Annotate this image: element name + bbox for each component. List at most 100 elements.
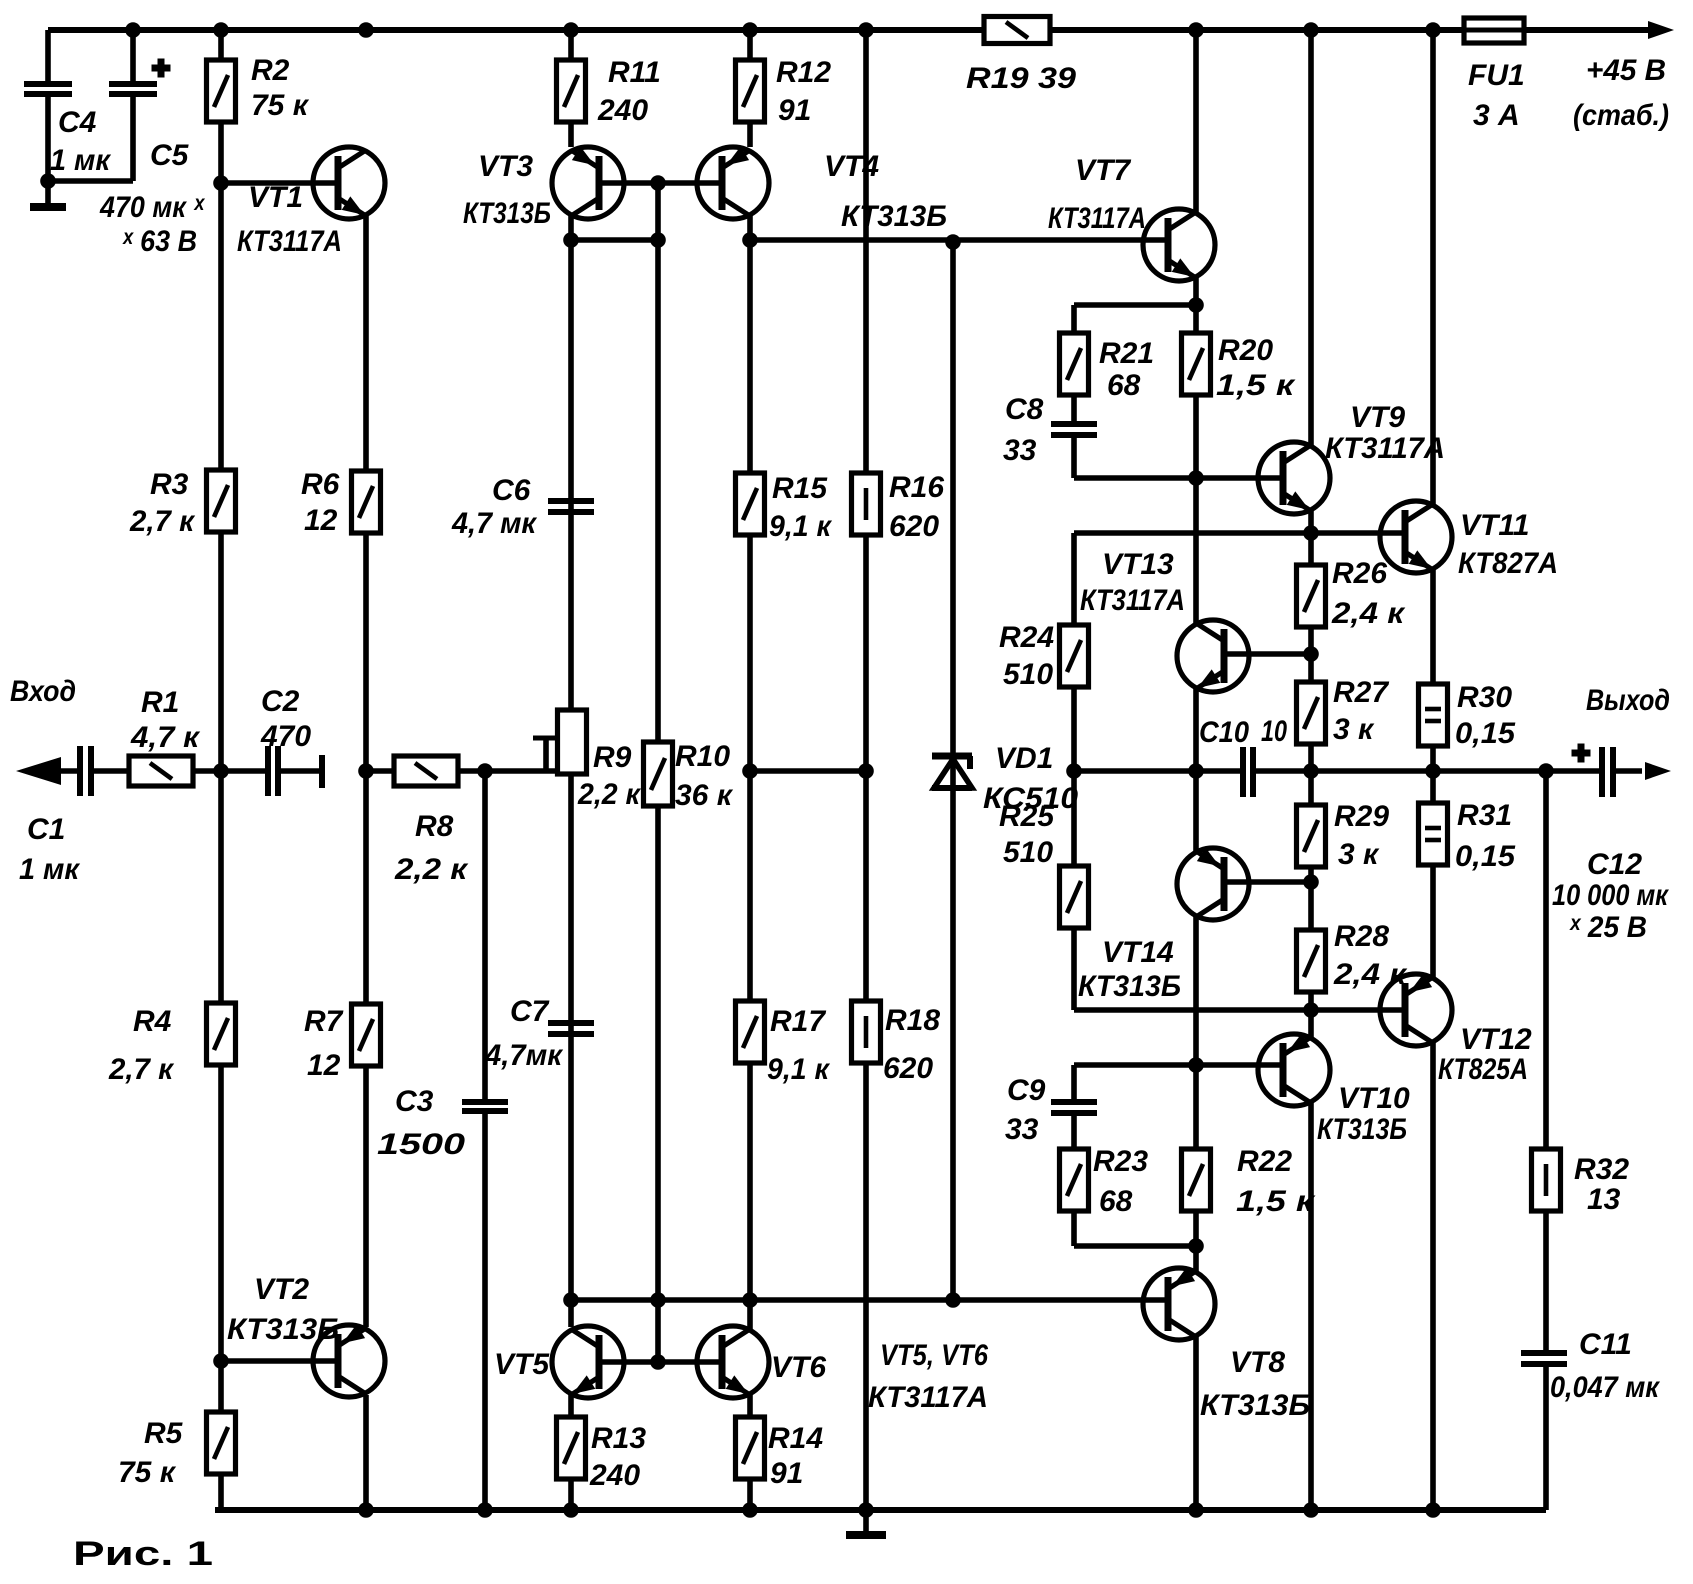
svg-text:R29: R29: [1334, 800, 1389, 833]
svg-text:R7: R7: [304, 1005, 344, 1038]
svg-text:R30: R30: [1457, 681, 1512, 714]
svg-text:2,7 к: 2,7 к: [129, 505, 196, 538]
svg-text:R21: R21: [1099, 337, 1154, 370]
svg-text:2,4 к: 2,4 к: [1333, 958, 1408, 991]
svg-text:R2: R2: [251, 54, 290, 87]
svg-text:КТ3117А: КТ3117А: [868, 1381, 988, 1414]
svg-text:VT9: VT9: [1350, 401, 1405, 434]
svg-text:R25: R25: [999, 800, 1055, 833]
svg-text:КТ3117А: КТ3117А: [237, 225, 342, 258]
svg-text:КТ313Б: КТ313Б: [227, 1313, 339, 1346]
svg-text:91: 91: [770, 1457, 803, 1490]
svg-text:10: 10: [1261, 715, 1287, 748]
svg-text:470: 470: [260, 720, 311, 753]
svg-text:C9: C9: [1007, 1074, 1046, 1107]
svg-text:R5: R5: [144, 1417, 184, 1450]
svg-text:C11: C11: [1579, 1328, 1632, 1361]
svg-text:R1: R1: [141, 686, 179, 719]
svg-text:R23: R23: [1093, 1145, 1148, 1178]
svg-text:1,5 к: 1,5 к: [1216, 369, 1296, 402]
svg-text:12: 12: [304, 504, 338, 537]
svg-text:68: 68: [1099, 1185, 1133, 1218]
svg-text:3 к: 3 к: [1338, 838, 1380, 871]
svg-text:R31: R31: [1457, 799, 1512, 832]
svg-text:КТ313Б: КТ313Б: [1317, 1113, 1407, 1146]
svg-text:12: 12: [307, 1049, 341, 1082]
svg-text:VT5: VT5: [494, 1348, 550, 1381]
svg-text:C1: C1: [27, 813, 65, 846]
svg-text:ˣ 25 В: ˣ 25 В: [1569, 911, 1647, 944]
svg-text:0,047 мк: 0,047 мк: [1550, 1371, 1661, 1404]
svg-text:13: 13: [1587, 1183, 1621, 1216]
svg-text:КТ3117А: КТ3117А: [1325, 432, 1445, 465]
svg-text:R11: R11: [608, 56, 661, 89]
svg-text:ˣ 63 В: ˣ 63 В: [122, 225, 197, 258]
svg-text:620: 620: [889, 510, 939, 543]
svg-text:КТ825А: КТ825А: [1438, 1053, 1528, 1086]
svg-text:4,7 мк: 4,7 мк: [451, 507, 538, 540]
svg-text:R22: R22: [1237, 1145, 1292, 1178]
svg-text:КТ313Б: КТ313Б: [463, 197, 551, 230]
svg-text:240: 240: [597, 94, 648, 127]
svg-text:Рис. 1: Рис. 1: [73, 1535, 213, 1573]
svg-text:C6: C6: [492, 474, 531, 507]
svg-text:R13: R13: [591, 1422, 646, 1455]
svg-text:33: 33: [1003, 434, 1037, 467]
svg-text:68: 68: [1107, 369, 1141, 402]
svg-text:R27: R27: [1333, 676, 1389, 709]
svg-text:4,7мк: 4,7мк: [484, 1039, 564, 1072]
svg-text:C2: C2: [261, 685, 300, 718]
svg-text:2,2 к: 2,2 к: [577, 778, 642, 811]
svg-text:VT5, VT6: VT5, VT6: [880, 1339, 988, 1372]
svg-text:1 мк: 1 мк: [19, 853, 81, 886]
svg-text:+45 В: +45 В: [1586, 54, 1666, 87]
svg-text:240: 240: [589, 1459, 640, 1492]
svg-text:Выход: Выход: [1586, 684, 1670, 717]
svg-text:C7: C7: [510, 995, 550, 1028]
svg-text:C12: C12: [1587, 848, 1642, 881]
svg-text:Вход: Вход: [10, 675, 76, 708]
svg-text:R3: R3: [150, 468, 189, 501]
svg-text:VT11: VT11: [1460, 509, 1529, 542]
svg-text:C5: C5: [150, 139, 190, 172]
svg-text:R8: R8: [415, 810, 454, 843]
svg-text:R10: R10: [675, 740, 730, 773]
svg-text:C10: C10: [1199, 716, 1249, 749]
svg-text:9,1 к: 9,1 к: [767, 1053, 831, 1086]
svg-text:КТ313Б: КТ313Б: [841, 200, 947, 233]
svg-text:(стаб.): (стаб.): [1573, 99, 1669, 132]
svg-text:C8: C8: [1005, 393, 1044, 426]
svg-text:9,1 к: 9,1 к: [769, 510, 833, 543]
svg-text:VT6: VT6: [771, 1351, 826, 1384]
svg-text:КТ3117А: КТ3117А: [1080, 584, 1185, 617]
svg-text:R17: R17: [770, 1005, 826, 1038]
svg-text:3 к: 3 к: [1333, 713, 1375, 746]
svg-text:VT7: VT7: [1075, 154, 1131, 187]
svg-text:VD1: VD1: [995, 742, 1053, 775]
svg-text:VT2: VT2: [254, 1273, 309, 1306]
svg-text:R14: R14: [768, 1422, 823, 1455]
svg-text:R18: R18: [885, 1004, 940, 1037]
svg-text:4,7 к: 4,7 к: [130, 721, 201, 754]
svg-text:510: 510: [1003, 658, 1053, 691]
svg-text:VT13: VT13: [1102, 548, 1174, 581]
svg-text:VT10: VT10: [1338, 1082, 1410, 1115]
svg-text:КТ827А: КТ827А: [1458, 547, 1558, 580]
svg-text:VT4: VT4: [824, 150, 879, 183]
svg-text:КТ313Б: КТ313Б: [1078, 970, 1181, 1003]
svg-text:VT8: VT8: [1230, 1346, 1285, 1379]
svg-text:1,5 к: 1,5 к: [1236, 1185, 1316, 1218]
svg-text:VT12: VT12: [1460, 1023, 1532, 1056]
svg-text:75 к: 75 к: [118, 1456, 177, 1489]
svg-text:1 мк: 1 мк: [50, 144, 112, 177]
svg-text:R26: R26: [1332, 557, 1387, 590]
svg-text:КТ3117А: КТ3117А: [1048, 202, 1146, 235]
svg-text:R6: R6: [301, 468, 340, 501]
svg-text:36 к: 36 к: [675, 779, 734, 812]
svg-text:2,7 к: 2,7 к: [108, 1053, 175, 1086]
svg-text:VT3: VT3: [478, 150, 533, 183]
svg-text:0,15: 0,15: [1455, 840, 1516, 873]
svg-text:0,15: 0,15: [1455, 717, 1516, 750]
svg-text:R15: R15: [772, 472, 828, 505]
svg-text:R9: R9: [593, 741, 632, 774]
